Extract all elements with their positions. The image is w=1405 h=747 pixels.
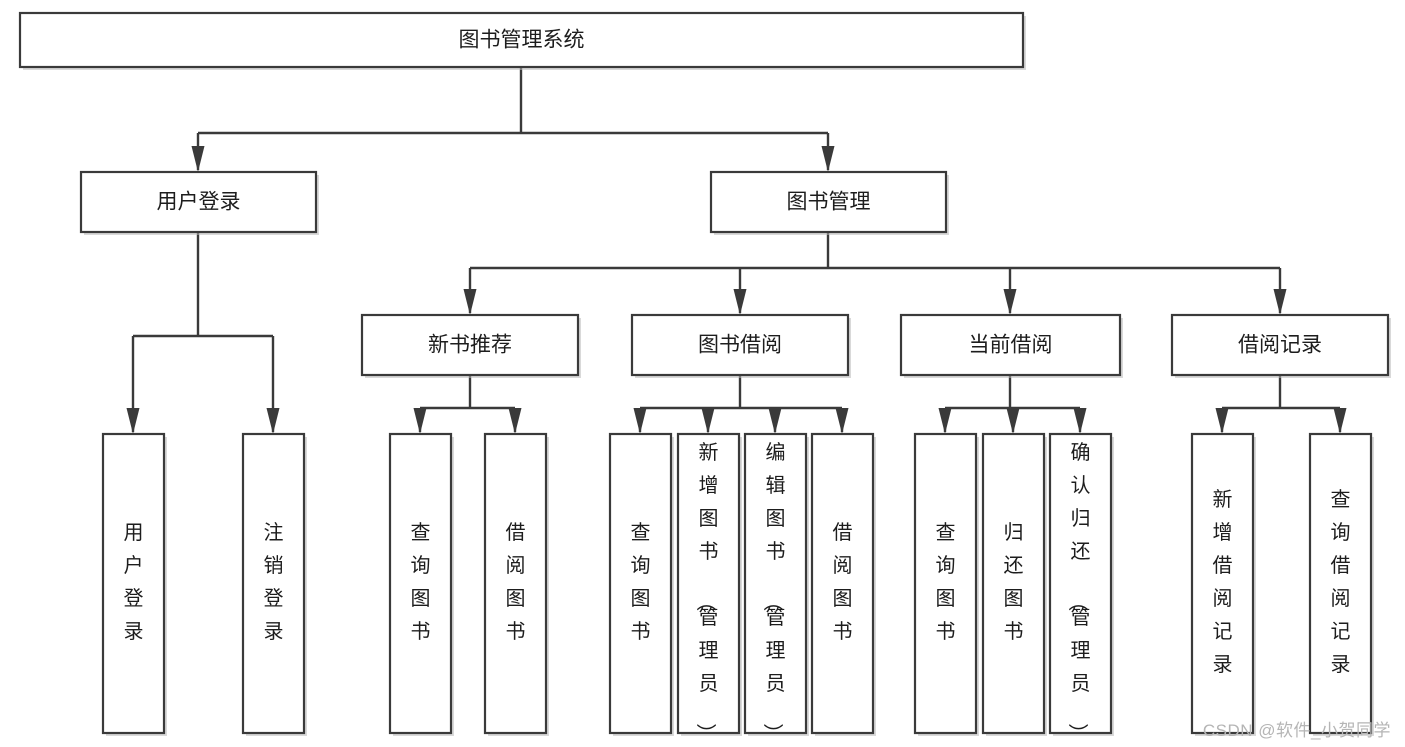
node-box[interactable] [743, 432, 808, 735]
arrow-head-icon [733, 289, 747, 315]
node-box[interactable] [388, 432, 453, 735]
node-label: 新增图书（管理员） [694, 441, 719, 743]
node-box[interactable] [1190, 432, 1255, 735]
node-label: 图书借阅 [698, 334, 782, 357]
arrow-head-icon [768, 408, 782, 434]
connector-borrow-to-leaves [640, 375, 842, 410]
arrow-head-icon [266, 408, 280, 434]
node-leaf-查询图书[interactable]: 查询图书 [913, 432, 979, 736]
node-box[interactable] [810, 432, 875, 735]
node-label: 借阅图书 [506, 521, 526, 643]
node-box[interactable] [18, 11, 1025, 69]
node-label: 查询借阅记录 [1331, 488, 1351, 676]
node-l3-当前借阅[interactable]: 当前借阅 [899, 313, 1123, 378]
node-label: 编辑图书（管理员） [761, 441, 786, 743]
node-l3-图书借阅[interactable]: 图书借阅 [630, 313, 851, 378]
node-label: 查询图书 [411, 521, 431, 643]
node-leaf-借阅图书[interactable]: 借阅图书 [810, 432, 876, 736]
arrow-head-icon [1273, 289, 1287, 315]
node-box[interactable] [913, 432, 978, 735]
node-leaf-确认归还管理员[interactable]: 确认归还（管理员） [1048, 432, 1114, 743]
node-box[interactable] [241, 432, 306, 735]
node-box[interactable] [676, 432, 741, 735]
node-leaf-查询图书[interactable]: 查询图书 [388, 432, 454, 736]
node-label: 借阅记录 [1238, 334, 1322, 357]
node-label: 注销登录 [264, 521, 284, 643]
node-label: 图书管理系统 [459, 29, 585, 52]
node-box[interactable] [360, 313, 580, 377]
node-leaf-新增借阅记录[interactable]: 新增借阅记录 [1190, 432, 1256, 736]
node-box[interactable] [79, 170, 318, 234]
arrow-head-icon [835, 408, 849, 434]
node-box[interactable] [1048, 432, 1113, 735]
connector-root-to-level2 [198, 67, 828, 135]
arrow-head-icon [1215, 408, 1229, 434]
arrow-head-icon [1003, 289, 1017, 315]
node-l2-图书管理[interactable]: 图书管理 [709, 170, 949, 235]
node-leaf-归还图书[interactable]: 归还图书 [981, 432, 1047, 736]
node-box[interactable] [899, 313, 1122, 377]
arrow-head-icon [938, 408, 952, 434]
node-leaf-注销登录[interactable]: 注销登录 [241, 432, 307, 736]
arrow-head-icon [126, 408, 140, 434]
node-box[interactable] [101, 432, 166, 735]
node-l2-用户登录[interactable]: 用户登录 [79, 170, 319, 235]
arrow-head-icon [821, 146, 835, 172]
node-label: 用户登录 [157, 191, 241, 214]
arrow-head-icon [413, 408, 427, 434]
node-label: 新书推荐 [428, 334, 512, 357]
connector-current-to-leaves [945, 375, 1080, 410]
node-leaf-用户登录[interactable]: 用户登录 [101, 432, 167, 736]
arrow-head-icon [633, 408, 647, 434]
node-label: 查询图书 [631, 521, 651, 643]
arrow-head-icon [463, 289, 477, 315]
arrow-head-icon [508, 408, 522, 434]
connector-userlogin-to-leaves [133, 232, 273, 338]
node-box[interactable] [1308, 432, 1373, 735]
node-box[interactable] [1170, 313, 1390, 377]
node-label: 新增借阅记录 [1213, 488, 1233, 676]
node-label: 确认归还（管理员） [1066, 441, 1091, 743]
connector-newbook-to-leaves [420, 375, 515, 410]
node-leaf-编辑图书管理员[interactable]: 编辑图书（管理员） [743, 432, 809, 743]
connector-record-to-leaves [1222, 375, 1340, 410]
node-box[interactable] [483, 432, 548, 735]
node-label: 归还图书 [1004, 521, 1024, 643]
node-label: 当前借阅 [969, 334, 1053, 357]
node-box[interactable] [608, 432, 673, 735]
node-box[interactable] [981, 432, 1046, 735]
node-label: 借阅图书 [833, 521, 853, 643]
node-leaf-新增图书管理员[interactable]: 新增图书（管理员） [676, 432, 742, 743]
arrow-head-icon [701, 408, 715, 434]
node-l3-借阅记录[interactable]: 借阅记录 [1170, 313, 1391, 378]
node-leaf-借阅图书[interactable]: 借阅图书 [483, 432, 549, 736]
watermark-label: CSDN @软件_小贺同学 [1202, 721, 1391, 740]
node-label: 查询图书 [936, 521, 956, 643]
node-box[interactable] [630, 313, 850, 377]
arrow-head-icon [1073, 408, 1087, 434]
arrow-head-icon [1333, 408, 1347, 434]
node-leaf-查询图书[interactable]: 查询图书 [608, 432, 674, 736]
node-label: 图书管理 [787, 191, 871, 214]
nodes-layer: 图书管理系统用户登录图书管理新书推荐图书借阅当前借阅借阅记录用户登录注销登录查询… [18, 11, 1391, 743]
arrow-head-icon [1006, 408, 1020, 434]
arrow-head-icon [191, 146, 205, 172]
node-l3-新书推荐[interactable]: 新书推荐 [360, 313, 581, 378]
node-box[interactable] [709, 170, 948, 234]
connector-bookmgmt-to-level3 [470, 232, 1280, 270]
node-label: 用户登录 [124, 522, 144, 643]
arrowheads-layer [126, 146, 1347, 434]
node-root-图书管理系统[interactable]: 图书管理系统 [18, 11, 1026, 70]
node-leaf-查询借阅记录[interactable]: 查询借阅记录 [1308, 432, 1374, 736]
